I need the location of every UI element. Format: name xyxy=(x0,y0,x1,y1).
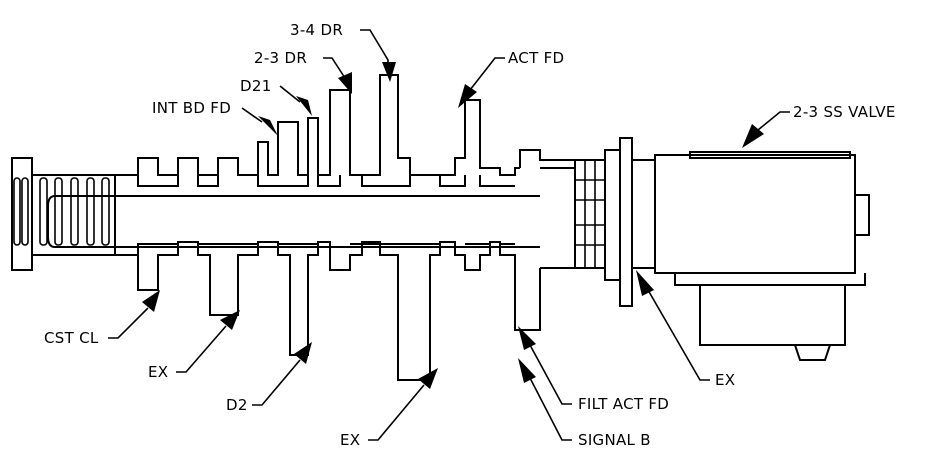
end-cap xyxy=(11,157,116,271)
label-34dr: 3-4 DR xyxy=(290,21,343,39)
valve-bore-top xyxy=(115,74,520,176)
leader-34dr xyxy=(360,29,396,82)
valve-bore-bottom xyxy=(115,241,541,381)
label-ex3: EX xyxy=(715,371,735,389)
leader-d2 xyxy=(252,342,312,406)
label-actfd: ACT FD xyxy=(508,49,564,67)
leader-intbdfd xyxy=(241,107,278,136)
leader-cstcl xyxy=(108,290,160,339)
leader-ex1 xyxy=(176,310,240,373)
leader-ssvalve xyxy=(742,111,790,148)
spring xyxy=(13,177,118,248)
leader-d21 xyxy=(279,85,312,116)
leader-23dr xyxy=(323,57,352,94)
solenoid-valve xyxy=(519,137,870,361)
leader-signalb xyxy=(518,358,572,441)
label-23dr: 2-3 DR xyxy=(254,49,307,67)
label-d21: D21 xyxy=(240,77,272,95)
label-ssvalve: 2-3 SS VALVE xyxy=(793,103,896,121)
label-ex2: EX xyxy=(340,431,360,449)
leader-ex2 xyxy=(368,368,438,441)
leader-filtactfd xyxy=(518,326,572,405)
label-intbdfd: INT BD FD xyxy=(152,99,231,117)
spool xyxy=(118,195,540,248)
label-d2: D2 xyxy=(226,396,248,414)
label-filtactfd: FILT ACT FD xyxy=(578,395,669,413)
label-ex1: EX xyxy=(148,363,168,381)
label-signalb: SIGNAL B xyxy=(578,431,651,449)
label-cstcl: CST CL xyxy=(44,329,99,347)
leader-ex3 xyxy=(636,270,710,381)
leader-actfd xyxy=(458,57,505,108)
